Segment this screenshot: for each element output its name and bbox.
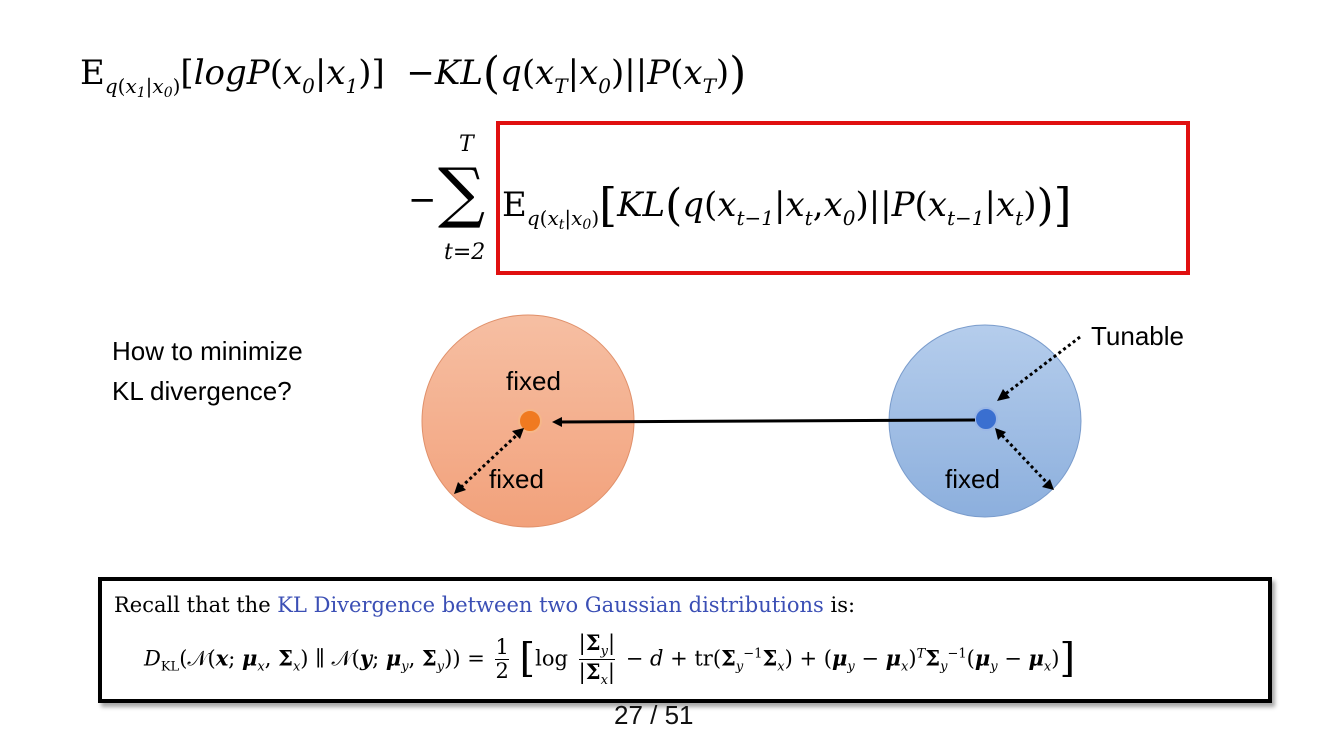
equation-highlighted-term: Eq(xt|x0)[KL(q(xt−1|xt,x0)||P(xt−1|xt))] (502, 178, 1072, 233)
sigma-symbol: ∑ (438, 154, 486, 231)
recall-box: Recall that the KL Divergence between tw… (98, 577, 1272, 703)
equation-line-1: Eq(x1|x0)[logP(x0|x1)] −KL(q(xT|x0)||P(x… (80, 48, 747, 101)
left-variance-arrow (456, 430, 522, 492)
highlight-box (496, 121, 1190, 275)
sum-lower-limit: t=2 (444, 240, 486, 265)
fixed-label-left-bottom: fixed (489, 464, 544, 494)
minus-sign: − (408, 180, 437, 220)
right-variance-arrow (996, 429, 1052, 488)
question-line-2: KL divergence? (112, 376, 292, 406)
mean-arrow (552, 416, 976, 427)
right-mean-dot (974, 407, 998, 431)
sum-upper-limit: T (459, 132, 474, 157)
tunable-arrow (1003, 335, 1081, 397)
kl-divergence-link[interactable]: KL Divergence between two Gaussian distr… (277, 593, 824, 617)
left-mean-dot (518, 409, 542, 433)
page-number: 27 / 51 (614, 700, 694, 730)
fixed-label-left-top: fixed (506, 366, 561, 396)
tunable-label: Tunable (1091, 321, 1184, 351)
question-line-1: How to minimize (112, 336, 303, 366)
fixed-label-right: fixed (945, 464, 1000, 494)
recall-sentence: Recall that the KL Divergence between tw… (114, 593, 856, 617)
